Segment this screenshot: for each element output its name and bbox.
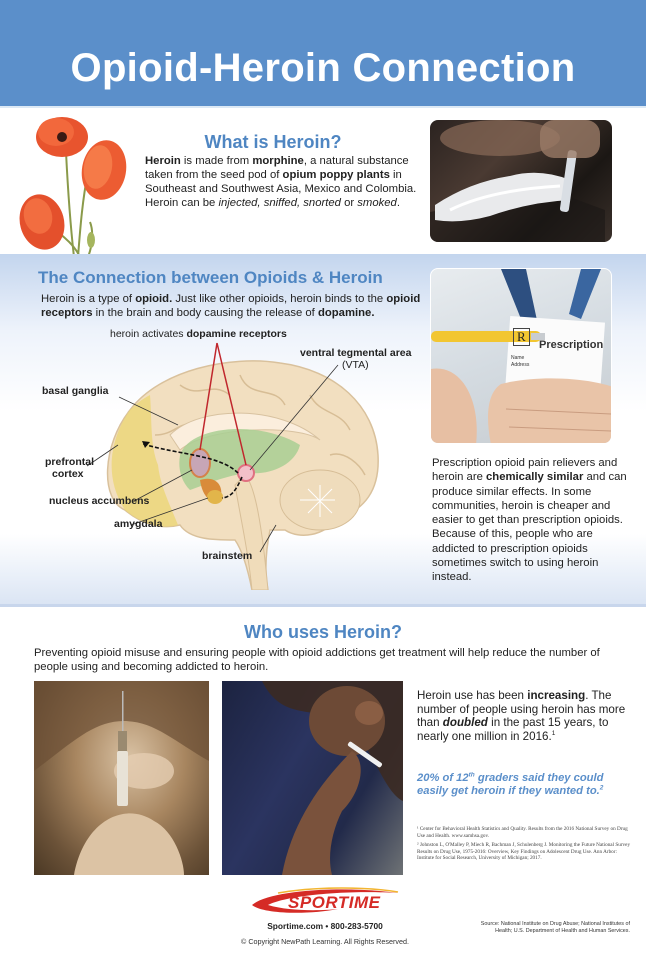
diagram-label-amygdala: amygdala — [114, 518, 163, 530]
label-bold: dopamine receptors — [186, 328, 287, 340]
diagram-label-nucleus-accumbens: nucleus accumbens — [49, 495, 150, 507]
text-span: in the past 15 years, to nearly one mill… — [417, 716, 609, 744]
diagram-label-brainstem: brainstem — [202, 550, 253, 562]
twelfth-grader-stat-quote: 20% of 12th graders said they could easi… — [417, 772, 632, 799]
diagram-label-prefrontal: prefrontal — [45, 456, 95, 468]
footer-copyright: © Copyright NewPath Learning. All Rights… — [241, 937, 409, 946]
header-divider — [0, 106, 646, 108]
text-bold: dopamine. — [317, 307, 375, 319]
text-bold: chemically similar — [486, 471, 584, 484]
prescription-label: Prescription — [539, 339, 604, 351]
diagram-label-vta-abbr: (VTA) — [342, 359, 369, 371]
reference-item: ¹ Center for Behavioral Health Statistic… — [417, 826, 628, 839]
text-span: Prescription opioid pain relievers and h… — [432, 457, 618, 484]
section-title-what-is-heroin: What is Heroin? — [204, 132, 342, 152]
section-divider — [0, 604, 646, 607]
label-prefix: heroin activates — [110, 328, 187, 340]
section-title-who-uses: Who uses Heroin? — [243, 622, 402, 642]
prescription-comparison-text: Prescription opioid pain relievers and h… — [432, 456, 627, 585]
text-span: . The number of people using heroin has … — [417, 689, 626, 730]
woman-with-syringe-photo — [34, 681, 209, 875]
text-bold: opioid. — [135, 293, 173, 305]
logo-swoosh-icon — [252, 887, 399, 913]
text-span: , a natural substance taken from the see… — [145, 155, 409, 181]
text-span: graders said they could easily get heroi… — [417, 772, 604, 798]
who-uses-intro-text: Preventing opioid misuse and ensuring pe… — [34, 647, 600, 673]
heroin-powder-photo — [430, 120, 612, 242]
rx-symbol: R — [513, 328, 530, 346]
text-span: and can produce similar effects. In some… — [432, 471, 627, 584]
text-bold: opium poppy plants — [282, 169, 390, 181]
text-bold: morphine — [252, 155, 304, 167]
text-italic: injected, sniffed, snorted — [218, 197, 341, 209]
prescription-address-label: Address — [511, 362, 530, 368]
text-bold: increasing — [527, 689, 586, 702]
footnote-marker: 2 — [599, 784, 604, 792]
header-banner: Opioid-Heroin Connection — [0, 0, 646, 106]
prescription-name-label: Name — [511, 355, 525, 361]
text-span: Just like other opioids, heroin binds to… — [172, 293, 387, 305]
connection-text: Heroin is a type of opioid. Just like ot… — [41, 292, 421, 320]
reference-item: ² Johnston L, O'Malley P, Miech R, Bachm… — [417, 842, 631, 862]
footnote-marker: 1 — [551, 730, 556, 738]
smoking-illustration — [262, 681, 403, 875]
text-bold-italic: doubled — [442, 716, 488, 730]
text-italic: smoked — [357, 197, 397, 209]
text-span: Heroin is a type of — [41, 293, 136, 305]
text-span: in Southeast and Southwest Asia, Mexico … — [145, 169, 417, 209]
syringe-illustration — [34, 681, 209, 875]
footer-contact[interactable]: Sportime.com • 800-283-5700 — [267, 921, 383, 931]
diagram-label-vta: ventral tegmental area — [300, 347, 412, 359]
powder-illustration — [430, 120, 605, 242]
teen-smoking-photo — [222, 681, 403, 875]
what-is-heroin-text: Heroin is made from morphine, a natural … — [145, 154, 420, 210]
text-span: Heroin use has been — [417, 689, 528, 702]
diagram-label-basal-ganglia: basal ganglia — [42, 385, 109, 397]
diagram-label-dopamine-receptors: heroin activates dopamine receptors — [110, 328, 287, 340]
section-title-connection: The Connection between Opioids & Heroin — [38, 268, 383, 287]
page-title: Opioid-Heroin Connection — [70, 46, 576, 90]
poppy-image — [19, 117, 127, 257]
brain-diagram: heroin activates dopamine receptors vent… — [30, 325, 420, 590]
diagram-label-cortex: cortex — [52, 468, 84, 480]
brain-illustration — [86, 342, 379, 590]
heroin-use-stats-text: Heroin use has been increasing. The numb… — [417, 689, 632, 744]
text-span: . — [396, 197, 400, 209]
text-span: is made from — [180, 155, 253, 167]
text-span: in the brain and body causing the releas… — [92, 307, 318, 319]
text-span: or — [340, 197, 358, 209]
references: ¹ Center for Behavioral Health Statistic… — [417, 826, 632, 865]
prescription-photo: R Prescription Name Address — [430, 268, 612, 444]
footer-source: Source: National Institute on Drug Abuse… — [480, 921, 630, 934]
logo-text: SPORTIME — [288, 893, 381, 912]
ordinal-suffix: th — [468, 771, 475, 779]
text-span: 20% of 12 — [417, 772, 469, 784]
text-bold: opioid receptors — [41, 293, 421, 319]
sportime-logo: SPORTIME — [248, 887, 408, 915]
text-bold: Heroin — [145, 155, 181, 167]
